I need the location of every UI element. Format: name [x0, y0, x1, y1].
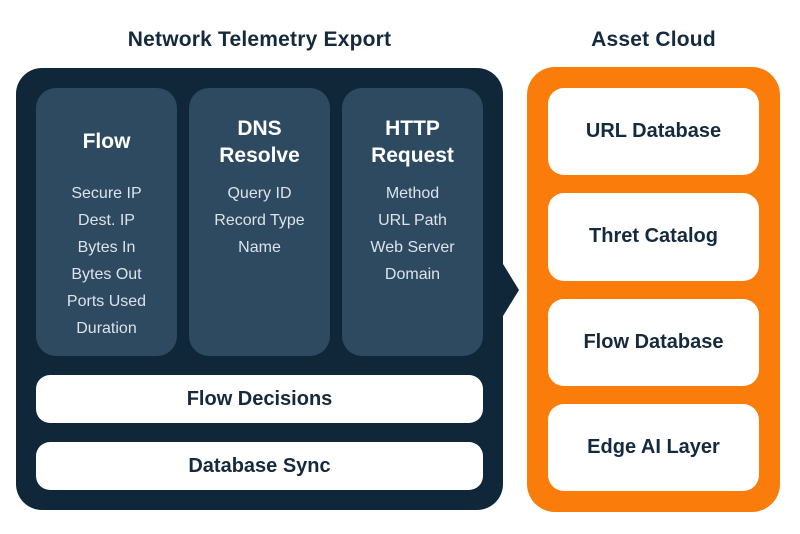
flow-item: Dest. IP: [78, 212, 135, 229]
flow-item: Ports Used: [66, 293, 147, 310]
http-item: Method: [385, 185, 440, 202]
flow-item: Secure IP: [71, 185, 142, 202]
column-dns-items: Query ID Record Type Name: [197, 180, 322, 261]
column-dns-resolve: DNS Resolve Query ID Record Type Name: [189, 88, 330, 356]
dns-item: Record Type: [214, 212, 305, 229]
telemetry-panel: Flow Secure IP Dest. IP Bytes In Bytes O…: [16, 68, 503, 510]
flow-item: Duration: [76, 320, 137, 337]
column-http-items: Method URL Path Web Server Domain: [350, 180, 475, 288]
http-item: Web Server Domain: [370, 239, 455, 283]
dns-item: Query ID: [227, 185, 292, 202]
asset-box-url-database: URL Database: [548, 88, 759, 176]
database-sync-bar: Database Sync: [36, 442, 483, 490]
column-http-request: HTTP Request Method URL Path Web Server …: [342, 88, 483, 356]
dns-item: Name: [238, 239, 281, 256]
column-flow-heading: Flow: [82, 130, 131, 154]
asset-box-edge-ai-layer: Edge AI Layer: [548, 403, 759, 491]
column-http-heading: HTTP Request: [371, 116, 454, 167]
flow-item: Bytes Out: [71, 266, 142, 283]
asset-cloud-panel: URL Database Thret Catalog Flow Database…: [527, 67, 780, 512]
flow-decisions-bar: Flow Decisions: [36, 375, 483, 423]
http-item: URL Path: [378, 212, 447, 229]
flow-item: Bytes In: [77, 239, 136, 256]
asset-panel-title: Asset Cloud: [591, 28, 716, 51]
telemetry-columns: Flow Secure IP Dest. IP Bytes In Bytes O…: [36, 88, 483, 356]
column-flow-items: Secure IP Dest. IP Bytes In Bytes Out Po…: [44, 180, 169, 342]
telemetry-panel-title: Network Telemetry Export: [127, 28, 392, 51]
asset-box-flow-database: Flow Database: [548, 298, 759, 386]
column-dns-heading: DNS Resolve: [219, 116, 300, 167]
asset-box-thret-catalog: Thret Catalog: [548, 193, 759, 281]
column-flow: Flow Secure IP Dest. IP Bytes In Bytes O…: [36, 88, 177, 356]
panel-connector-arrow-icon: [503, 264, 519, 316]
